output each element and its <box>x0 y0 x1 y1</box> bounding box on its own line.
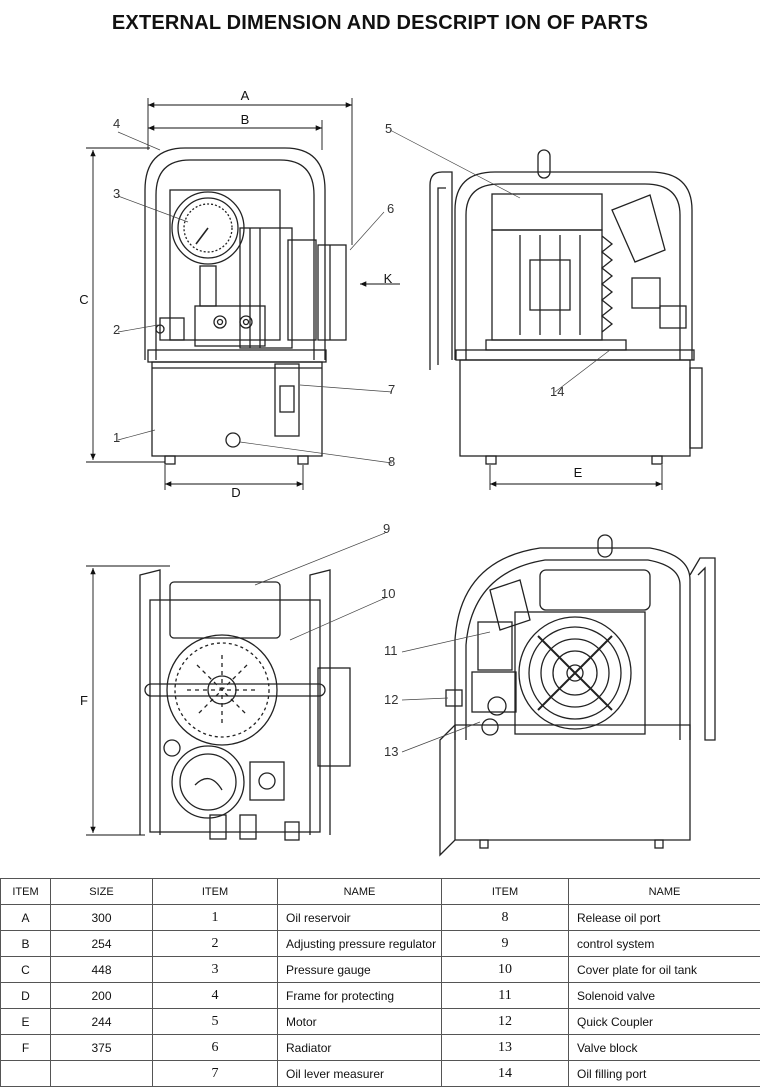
part-name-cell: Oil filling port <box>569 1061 760 1087</box>
callout-1: 1 <box>113 430 120 445</box>
part-name-cell: Adjusting pressure regulator <box>278 931 442 957</box>
part-name-cell: Quick Coupler <box>569 1009 760 1035</box>
dim-cell: B <box>1 931 51 957</box>
size-cell <box>51 1061 153 1087</box>
part-name-cell: Oil lever measurer <box>278 1061 442 1087</box>
callout-3: 3 <box>113 186 120 201</box>
header-name-2: NAME <box>569 879 760 905</box>
callout-7: 7 <box>388 382 395 397</box>
part-number-cell: 13 <box>442 1035 569 1061</box>
part-number-cell: 2 <box>153 931 278 957</box>
iso-view <box>440 535 715 855</box>
callout-5: 5 <box>385 121 392 136</box>
part-name-cell: Motor <box>278 1009 442 1035</box>
technical-drawing: A B C D K 4 3 2 1 6 7 8 <box>0 0 760 870</box>
table-row: F 375 6 Radiator 13 Valve block <box>1 1035 760 1061</box>
callout-11: 11 <box>384 643 398 658</box>
side-view <box>430 150 702 464</box>
part-name-cell: Solenoid valve <box>569 983 760 1009</box>
top-view <box>140 570 350 840</box>
dim-cell: C <box>1 957 51 983</box>
part-number-cell: 9 <box>442 931 569 957</box>
side-leaders <box>390 130 610 392</box>
header-item-2: ITEM <box>153 879 278 905</box>
callout-13: 13 <box>384 744 398 759</box>
part-name-cell: Pressure gauge <box>278 957 442 983</box>
header-item: ITEM <box>1 879 51 905</box>
table-row: D 200 4 Frame for protecting 11 Solenoid… <box>1 983 760 1009</box>
part-name-cell: Cover plate for oil tank <box>569 957 760 983</box>
header-size: SIZE <box>51 879 153 905</box>
size-cell: 200 <box>51 983 153 1009</box>
part-name-cell: control system <box>569 931 760 957</box>
table-row: C 448 3 Pressure gauge 10 Cover plate fo… <box>1 957 760 983</box>
dim-cell: E <box>1 1009 51 1035</box>
header-name: NAME <box>278 879 442 905</box>
front-view <box>145 148 346 464</box>
callout-9: 9 <box>383 521 390 536</box>
parts-table: ITEM SIZE ITEM NAME ITEM NAME A 300 1 Oi… <box>0 878 760 1084</box>
dim-cell <box>1 1061 51 1087</box>
callout-4: 4 <box>113 116 120 131</box>
part-number-cell: 8 <box>442 905 569 931</box>
dim-cell: A <box>1 905 51 931</box>
front-leaders <box>118 132 392 463</box>
part-number-cell: 11 <box>442 983 569 1009</box>
callout-12: 12 <box>384 692 398 707</box>
front-dimensions <box>86 98 400 490</box>
dim-label-b: B <box>241 112 250 127</box>
callout-10: 10 <box>381 586 395 601</box>
part-number-cell: 10 <box>442 957 569 983</box>
dim-label-f: F <box>80 693 88 708</box>
callout-2: 2 <box>113 322 120 337</box>
dim-cell: F <box>1 1035 51 1061</box>
part-number-cell: 5 <box>153 1009 278 1035</box>
part-name-cell: Valve block <box>569 1035 760 1061</box>
dim-label-a: A <box>241 88 250 103</box>
part-number-cell: 4 <box>153 983 278 1009</box>
dim-cell: D <box>1 983 51 1009</box>
size-cell: 300 <box>51 905 153 931</box>
dim-label-c: C <box>79 292 88 307</box>
callout-14: 14 <box>550 384 564 399</box>
size-cell: 448 <box>51 957 153 983</box>
table-header-row: ITEM SIZE ITEM NAME ITEM NAME <box>1 879 760 905</box>
table-row: A 300 1 Oil reservoir 8 Release oil port <box>1 905 760 931</box>
part-name-cell: Frame for protecting <box>278 983 442 1009</box>
part-number-cell: 3 <box>153 957 278 983</box>
dim-label-e: E <box>574 465 583 480</box>
part-number-cell: 1 <box>153 905 278 931</box>
part-number-cell: 12 <box>442 1009 569 1035</box>
header-item-3: ITEM <box>442 879 569 905</box>
table-row: 7 Oil lever measurer 14 Oil filling port <box>1 1061 760 1087</box>
dim-label-k: K <box>384 271 393 286</box>
size-cell: 244 <box>51 1009 153 1035</box>
size-cell: 375 <box>51 1035 153 1061</box>
part-number-cell: 6 <box>153 1035 278 1061</box>
callout-6: 6 <box>387 201 394 216</box>
table-row: E 244 5 Motor 12 Quick Coupler <box>1 1009 760 1035</box>
callout-8: 8 <box>388 454 395 469</box>
part-name-cell: Radiator <box>278 1035 442 1061</box>
part-number-cell: 14 <box>442 1061 569 1087</box>
top-dimensions <box>86 566 170 835</box>
table-row: B 254 2 Adjusting pressure regulator 9 c… <box>1 931 760 957</box>
dim-label-d: D <box>231 485 240 500</box>
part-name-cell: Oil reservoir <box>278 905 442 931</box>
size-cell: 254 <box>51 931 153 957</box>
part-name-cell: Release oil port <box>569 905 760 931</box>
part-number-cell: 7 <box>153 1061 278 1087</box>
